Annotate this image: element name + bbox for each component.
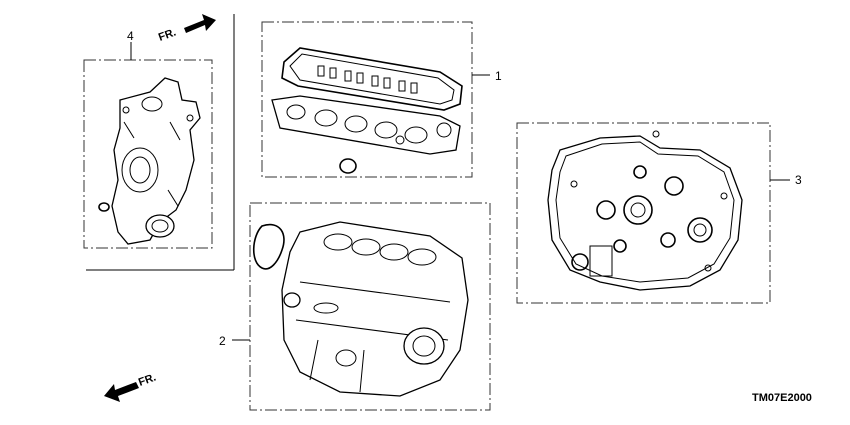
intake-manifold-gasket: [271, 95, 461, 155]
front-arrow-top: FR.: [157, 14, 216, 44]
callout-2: 2: [219, 334, 226, 348]
arrow-bottom-icon: [104, 382, 139, 402]
part-2-group: 2: [219, 202, 491, 411]
callout-3: 3: [795, 173, 802, 187]
part-4-group: 4: [83, 14, 235, 271]
water-pump-gasket: [252, 223, 285, 270]
part-2-frame: [249, 202, 491, 411]
part-3-frame: [516, 122, 771, 304]
diagram-code: TM07E2000: [752, 392, 812, 404]
valve-cover-gasket: [281, 47, 463, 111]
front-label-bottom: FR.: [137, 371, 158, 388]
engine-block: [281, 221, 469, 397]
part-1-frame: [261, 21, 473, 178]
callout-1: 1: [495, 69, 502, 83]
arrow-top-icon: [184, 14, 216, 33]
part-1-group: 1: [261, 21, 502, 178]
transmission-case-gasket: [547, 130, 743, 291]
timing-cover: [111, 77, 201, 245]
front-arrow-bottom: FR.: [104, 371, 158, 402]
front-label-top: FR.: [157, 26, 178, 43]
callout-4: 4: [127, 29, 134, 43]
part-4-frame: [83, 59, 213, 249]
o-ring-1: [339, 158, 357, 174]
o-ring-small: [98, 202, 110, 212]
part-3-group: 3: [516, 122, 802, 304]
